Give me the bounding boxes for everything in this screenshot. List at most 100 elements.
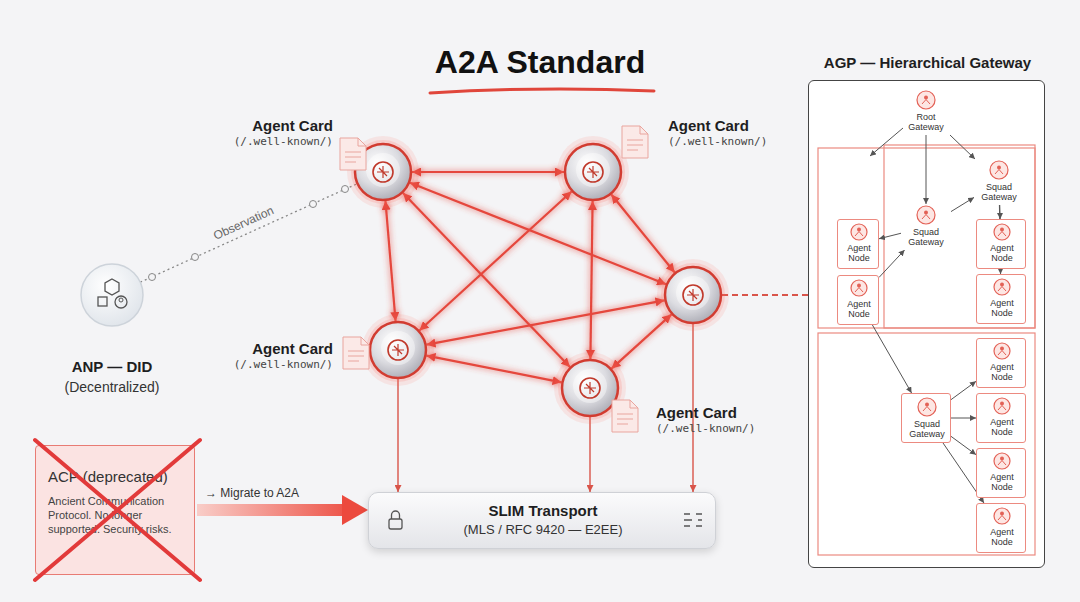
agent-glow (362, 314, 434, 386)
node-heading: ACP (deprecated) (48, 468, 193, 485)
card-sheet (340, 138, 366, 170)
card-icon (340, 138, 366, 170)
gateway-icon (918, 398, 936, 416)
card-icon (622, 126, 648, 158)
agent-glow (554, 352, 626, 424)
lock-shackle (392, 511, 400, 519)
agent-circle (663, 265, 723, 325)
edge-label: Observation (212, 203, 277, 242)
node-body: (/.well-known/) (668, 136, 808, 149)
icon-branch (922, 215, 930, 220)
gateway-icon (917, 206, 935, 224)
agent-body (562, 360, 618, 416)
cube-icon (105, 279, 119, 295)
agent-icon-lines (687, 289, 699, 301)
gateway-icon (994, 398, 1010, 414)
gateway-node: Squad Gateway (974, 159, 1024, 205)
icon-branch (855, 232, 863, 237)
card-icon (343, 337, 369, 369)
agp-connector (951, 197, 974, 211)
did-body (81, 264, 143, 326)
agent-body (565, 144, 621, 200)
agent-glow (558, 356, 622, 420)
title-underline (430, 89, 654, 93)
cross-line (35, 440, 200, 580)
cross-line (35, 440, 200, 580)
node-body: (/.well-known/) (213, 359, 333, 372)
gateway-icon (917, 91, 935, 109)
agent-body (665, 267, 721, 323)
agent-node-box: Agent Node (976, 338, 1026, 388)
agent-highlight (576, 153, 610, 187)
agent-node-box: Agent Node (976, 219, 1026, 269)
agent-glow (366, 318, 430, 382)
node-heading: SLIM Transport (369, 502, 717, 519)
did-circle: ANP — DID(Decentralized) (80, 263, 144, 327)
node-heading: Agent Node (982, 527, 1022, 547)
agp-connector (951, 418, 976, 419)
icon-branch (855, 288, 863, 293)
node-heading: Agent Node (982, 417, 1022, 437)
card-icon (612, 400, 638, 432)
agent-circle: Agent Card(/.well-known/) (560, 358, 620, 418)
gateway-icon (994, 508, 1010, 524)
agent-glow (351, 140, 415, 204)
icon-branch (998, 461, 1006, 466)
dot-marker (192, 254, 199, 261)
gateway-icon (851, 224, 867, 240)
dot-marker (310, 201, 317, 208)
node-body: Ancient Communication Protocol. No longe… (48, 494, 186, 536)
card-lines (617, 400, 638, 424)
node-heading: Agent Card (213, 117, 333, 134)
icon-branch (922, 100, 930, 105)
agp-connector (999, 205, 1000, 219)
mesh-connector (426, 356, 561, 383)
agent-highlight (366, 153, 400, 187)
panel-fill (808, 80, 1045, 568)
dot-marker (342, 186, 349, 193)
icon-branch (995, 170, 1003, 175)
dotted-connector (140, 184, 356, 282)
lock-icon (389, 511, 402, 529)
icon-branch (998, 351, 1006, 356)
transport-box: SLIM Transport(MLS / RFC 9420 — E2EE) (368, 492, 716, 549)
agent-node-box: Agent Node (976, 393, 1026, 443)
agent-node-box: Agent Node (837, 275, 879, 325)
mesh-connector (385, 201, 395, 321)
sliders-icon (684, 514, 702, 526)
deprecated-box: ACP (deprecated) Ancient Communication Pr… (35, 445, 195, 575)
agp-connector (872, 325, 911, 393)
mesh-connector (590, 201, 592, 359)
agent-icon-lines (392, 344, 404, 356)
node-heading: Agent Node (839, 299, 879, 319)
gateway-node: Squad Gateway (901, 204, 951, 250)
agp-connector (951, 436, 976, 454)
gateway-icon (990, 161, 1008, 179)
icon-branch (998, 287, 1006, 292)
mesh-connector (419, 192, 571, 331)
node-heading: Squad Gateway (901, 227, 951, 247)
node-outline (353, 142, 413, 202)
group-frame (818, 333, 1035, 555)
gateway-box: Squad Gateway (901, 393, 951, 443)
mesh-connector (412, 171, 564, 173)
agent-glow (347, 136, 419, 208)
node-heading: Squad Gateway (974, 182, 1024, 202)
node-heading: Squad Gateway (902, 419, 952, 439)
person-icon (115, 296, 127, 308)
node-heading: Agent Card (656, 404, 796, 421)
gateway-panel: AGP — Hierarchical GatewayRoot GatewaySq… (808, 80, 1045, 568)
dot-marker (149, 274, 156, 281)
slider-lines (684, 514, 702, 526)
node-outline (663, 265, 723, 325)
node-heading: Root Gateway (901, 112, 951, 132)
node-heading: Agent Node (982, 472, 1022, 492)
agent-glow (561, 140, 625, 204)
square-icon (98, 297, 107, 306)
icon-branch (923, 407, 931, 412)
node-body: (Decentralized) (42, 379, 182, 395)
node-heading: Agent Node (839, 243, 879, 263)
mesh-connector (410, 183, 666, 285)
